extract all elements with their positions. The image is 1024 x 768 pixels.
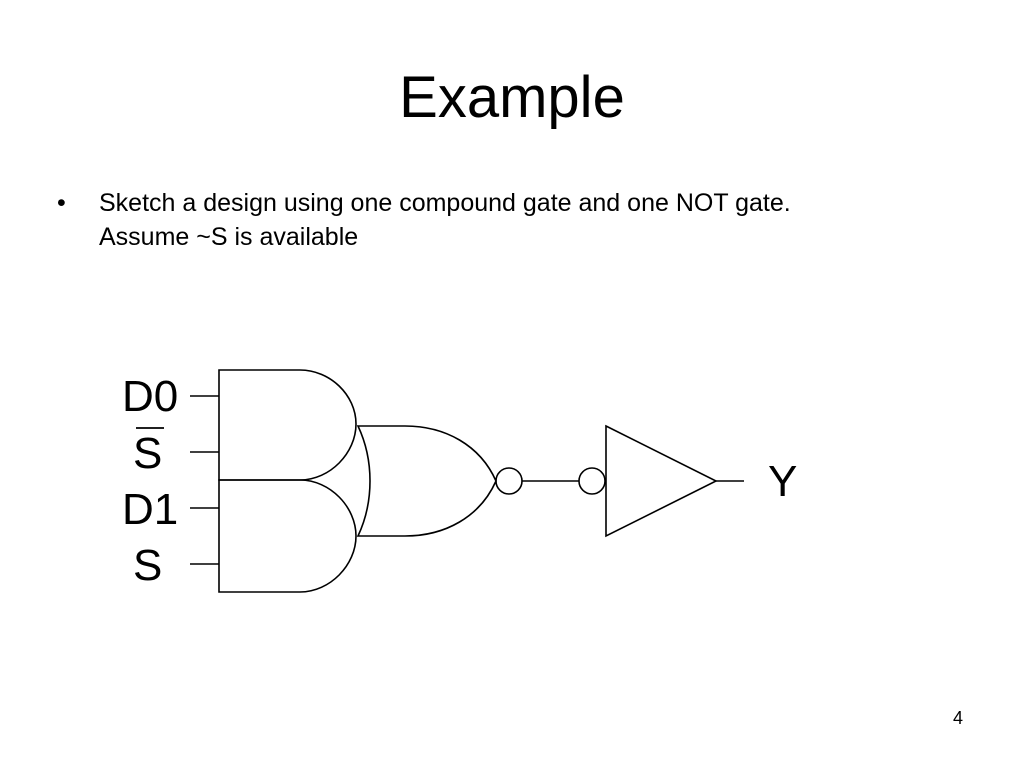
label-d0: D0 xyxy=(122,372,178,421)
slide-title: Example xyxy=(399,65,625,130)
label-s-bar: S xyxy=(133,429,162,478)
bullet-line-1: Sketch a design using one compound gate … xyxy=(99,189,791,217)
and-gate-bottom xyxy=(218,479,357,593)
nor-gate xyxy=(356,425,497,537)
label-s: S xyxy=(133,541,162,590)
nor-output-bubble xyxy=(495,467,523,495)
not-gate xyxy=(605,424,718,538)
bullet-symbol: • xyxy=(57,189,66,217)
bullet-line-2: Assume ~S is available xyxy=(99,223,359,251)
not-input-bubble xyxy=(578,467,606,495)
label-output-y: Y xyxy=(768,457,797,506)
label-d1: D1 xyxy=(122,485,178,534)
page-number: 4 xyxy=(952,708,963,728)
and-gate-top xyxy=(218,369,357,481)
bullet-text: Sketch a design using one compound gate … xyxy=(99,186,939,254)
